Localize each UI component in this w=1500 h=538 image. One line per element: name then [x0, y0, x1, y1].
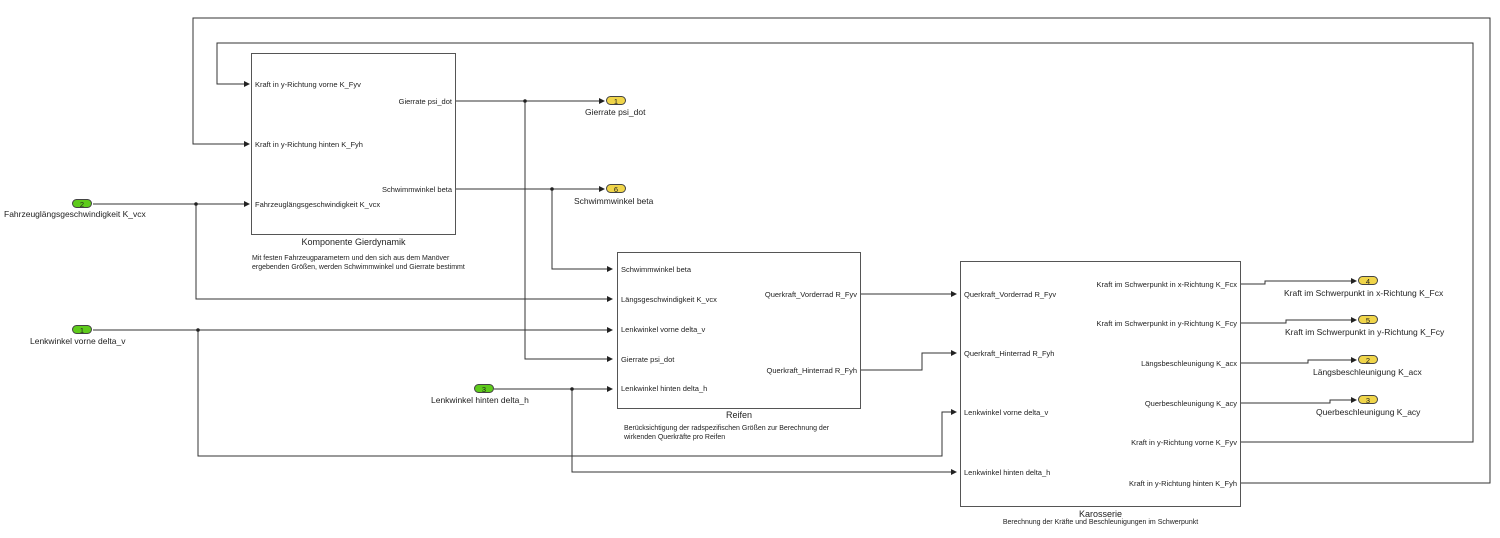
line-feedback-fyh[interactable]	[192, 17, 1491, 484]
block-title: Karosserie	[1078, 509, 1123, 519]
outport-6-beta[interactable]: 6	[606, 184, 626, 194]
outport-label: Längsbeschleunigung K_acx	[1313, 367, 1422, 377]
output-port-label: Querkraft_Hinterrad R_Fyh	[766, 366, 857, 375]
input-port-label: Kraft in y-Richtung hinten K_Fyh	[255, 140, 363, 149]
input-port-label: Querkraft_Vorderrad R_Fyv	[964, 290, 1057, 299]
output-port-label: Längsbeschleunigung K_acx	[1141, 359, 1237, 368]
input-port-label: Lenkwinkel hinten delta_h	[621, 384, 708, 393]
input-port-label: Lenkwinkel vorne delta_v	[964, 408, 1049, 417]
input-port-label: Längsgeschwindigkeit K_vcx	[621, 295, 717, 304]
branch-dot	[570, 387, 574, 391]
description-line: Berücksichtigung der radspezifischen Grö…	[624, 425, 830, 432]
outport-label: Querbeschleunigung K_acy	[1316, 407, 1421, 417]
inport-label: Lenkwinkel hinten delta_h	[431, 395, 529, 405]
line-gierrate-reifen[interactable]	[524, 101, 613, 362]
output-port-label: Kraft in y-Richtung vorne K_Fyv	[1131, 438, 1237, 447]
output-port-label: Kraft im Schwerpunkt in x-Richtung K_Fcx	[1096, 280, 1237, 289]
block-title: Komponente Gierdynamik	[301, 237, 406, 247]
input-port-label: Schwimmwinkel beta	[621, 265, 692, 274]
line-rfyh[interactable]	[861, 350, 957, 371]
inport-1-delta-v[interactable]: 1	[72, 325, 92, 335]
inport-label: Fahrzeuglängsgeschwindigkeit K_vcx	[4, 209, 146, 219]
description-line: Mit festen Fahrzeugparametern und den si…	[252, 255, 450, 262]
inport-2-vcx[interactable]: 2	[72, 199, 92, 209]
branch-dot	[194, 202, 198, 206]
outport-2-kacx[interactable]: 2	[1358, 355, 1378, 365]
line-kacx[interactable]	[1240, 357, 1357, 364]
inport-3-delta-h[interactable]: 3	[474, 384, 494, 394]
output-port-label: Schwimmwinkel beta	[381, 185, 452, 194]
input-port-label: Querkraft_Hinterrad R_Fyh	[964, 349, 1055, 358]
line-vcx-reifen[interactable]	[195, 204, 613, 302]
output-port-label: Querkraft_Vorderrad R_Fyv	[764, 290, 857, 299]
description-line: Berechnung der Kräfte und Beschleunigung…	[1002, 519, 1199, 526]
block-reifen[interactable]: Schwimmwinkel beta Längsgeschwindigkeit …	[617, 252, 861, 409]
line-deltav-karosserie[interactable]	[197, 330, 957, 457]
input-port-label: Kraft in y-Richtung vorne K_Fyv	[255, 80, 361, 89]
line-kfcy[interactable]	[1240, 317, 1357, 324]
input-port-label: Lenkwinkel hinten delta_h	[964, 468, 1051, 477]
block-gierdynamik[interactable]: Kraft in y-Richtung vorne K_Fyv Kraft in…	[251, 53, 456, 235]
block-title: Reifen	[725, 410, 752, 420]
line-kfcx[interactable]	[1240, 278, 1357, 285]
line-beta-reifen[interactable]	[551, 189, 613, 272]
output-port-label: Kraft im Schwerpunkt in y-Richtung K_Fcy	[1096, 319, 1237, 328]
outport-label: Kraft im Schwerpunkt in x-Richtung K_Fcx	[1284, 288, 1444, 298]
outport-4-kfcx[interactable]: 4	[1358, 276, 1378, 286]
branch-dot	[550, 187, 554, 191]
description-line: ergebenden Größen, werden Schwimmwinkel …	[252, 264, 465, 271]
block-description: Mit festen Fahrzeugparametern und den si…	[252, 254, 465, 272]
inport-label: Lenkwinkel vorne delta_v	[30, 336, 126, 346]
output-port-label: Querbeschleunigung K_acy	[1144, 399, 1237, 408]
block-description: Berechnung der Kräfte und Beschleunigung…	[960, 518, 1241, 527]
branch-dot	[523, 99, 527, 103]
input-port-label: Gierrate psi_dot	[621, 355, 675, 364]
output-port-label: Gierrate psi_dot	[398, 97, 452, 106]
output-port-label: Kraft in y-Richtung hinten K_Fyh	[1129, 479, 1237, 488]
outport-label: Kraft im Schwerpunkt in y-Richtung K_Fcy	[1285, 327, 1445, 337]
block-karosserie[interactable]: Querkraft_Vorderrad R_Fyv Querkraft_Hint…	[960, 261, 1241, 507]
line-deltah-karosserie[interactable]	[571, 389, 957, 475]
outport-label: Schwimmwinkel beta	[574, 196, 654, 206]
outport-1-gierrate[interactable]: 1	[606, 96, 626, 106]
input-port-label: Fahrzeuglängsgeschwindigkeit K_vcx	[255, 200, 381, 209]
input-port-label: Lenkwinkel vorne delta_v	[621, 325, 706, 334]
outport-5-kfcy[interactable]: 5	[1358, 315, 1378, 325]
block-description: Berücksichtigung der radspezifischen Grö…	[624, 424, 829, 442]
outport-label: Gierrate psi_dot	[585, 107, 646, 117]
line-kacy[interactable]	[1240, 397, 1357, 404]
branch-dot	[196, 328, 200, 332]
outport-3-kacy[interactable]: 3	[1358, 395, 1378, 405]
line-feedback-fyv[interactable]	[216, 42, 1474, 443]
description-line: wirkenden Querkräfte pro Reifen	[624, 434, 726, 441]
